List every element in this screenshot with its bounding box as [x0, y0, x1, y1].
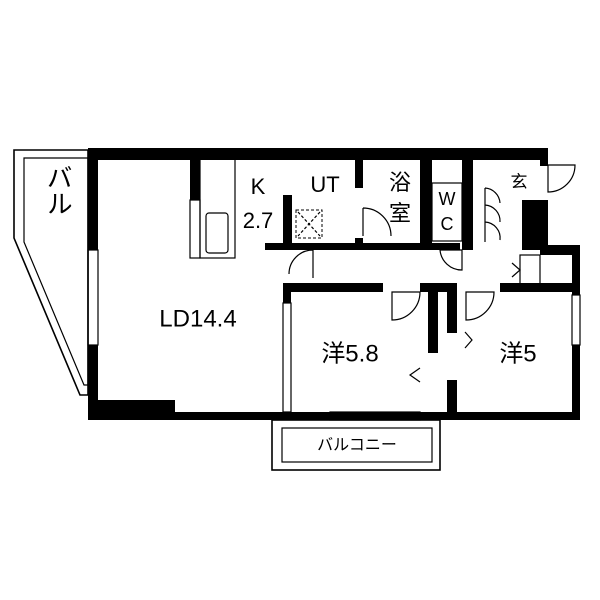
wc-label-2: C	[441, 214, 454, 234]
balcony-label: バルコニー	[317, 437, 397, 454]
bottom-balcony	[271, 419, 441, 471]
living-dining-label: LD14.4	[159, 305, 236, 332]
balcony-left-label: バル	[43, 164, 73, 216]
windows	[87, 249, 581, 421]
sink-icon	[205, 212, 229, 254]
left-balcony	[13, 149, 89, 396]
walls	[88, 148, 580, 420]
entrance-label: 玄	[511, 172, 528, 191]
bath-label-1: 浴	[389, 170, 411, 195]
bath-label-2: 室	[389, 201, 411, 226]
utility-label: UT	[310, 172, 339, 197]
kitchen-size-label: 2.7	[243, 208, 274, 233]
wc-label-1: W	[439, 189, 456, 209]
western-room-2-label: 洋5	[499, 340, 536, 367]
washing-machine-icon	[295, 209, 323, 239]
kitchen-label: K	[251, 174, 266, 199]
kitchen-counter	[189, 157, 236, 259]
western-room-1-label: 洋5.8	[321, 340, 378, 367]
doors	[288, 164, 576, 383]
